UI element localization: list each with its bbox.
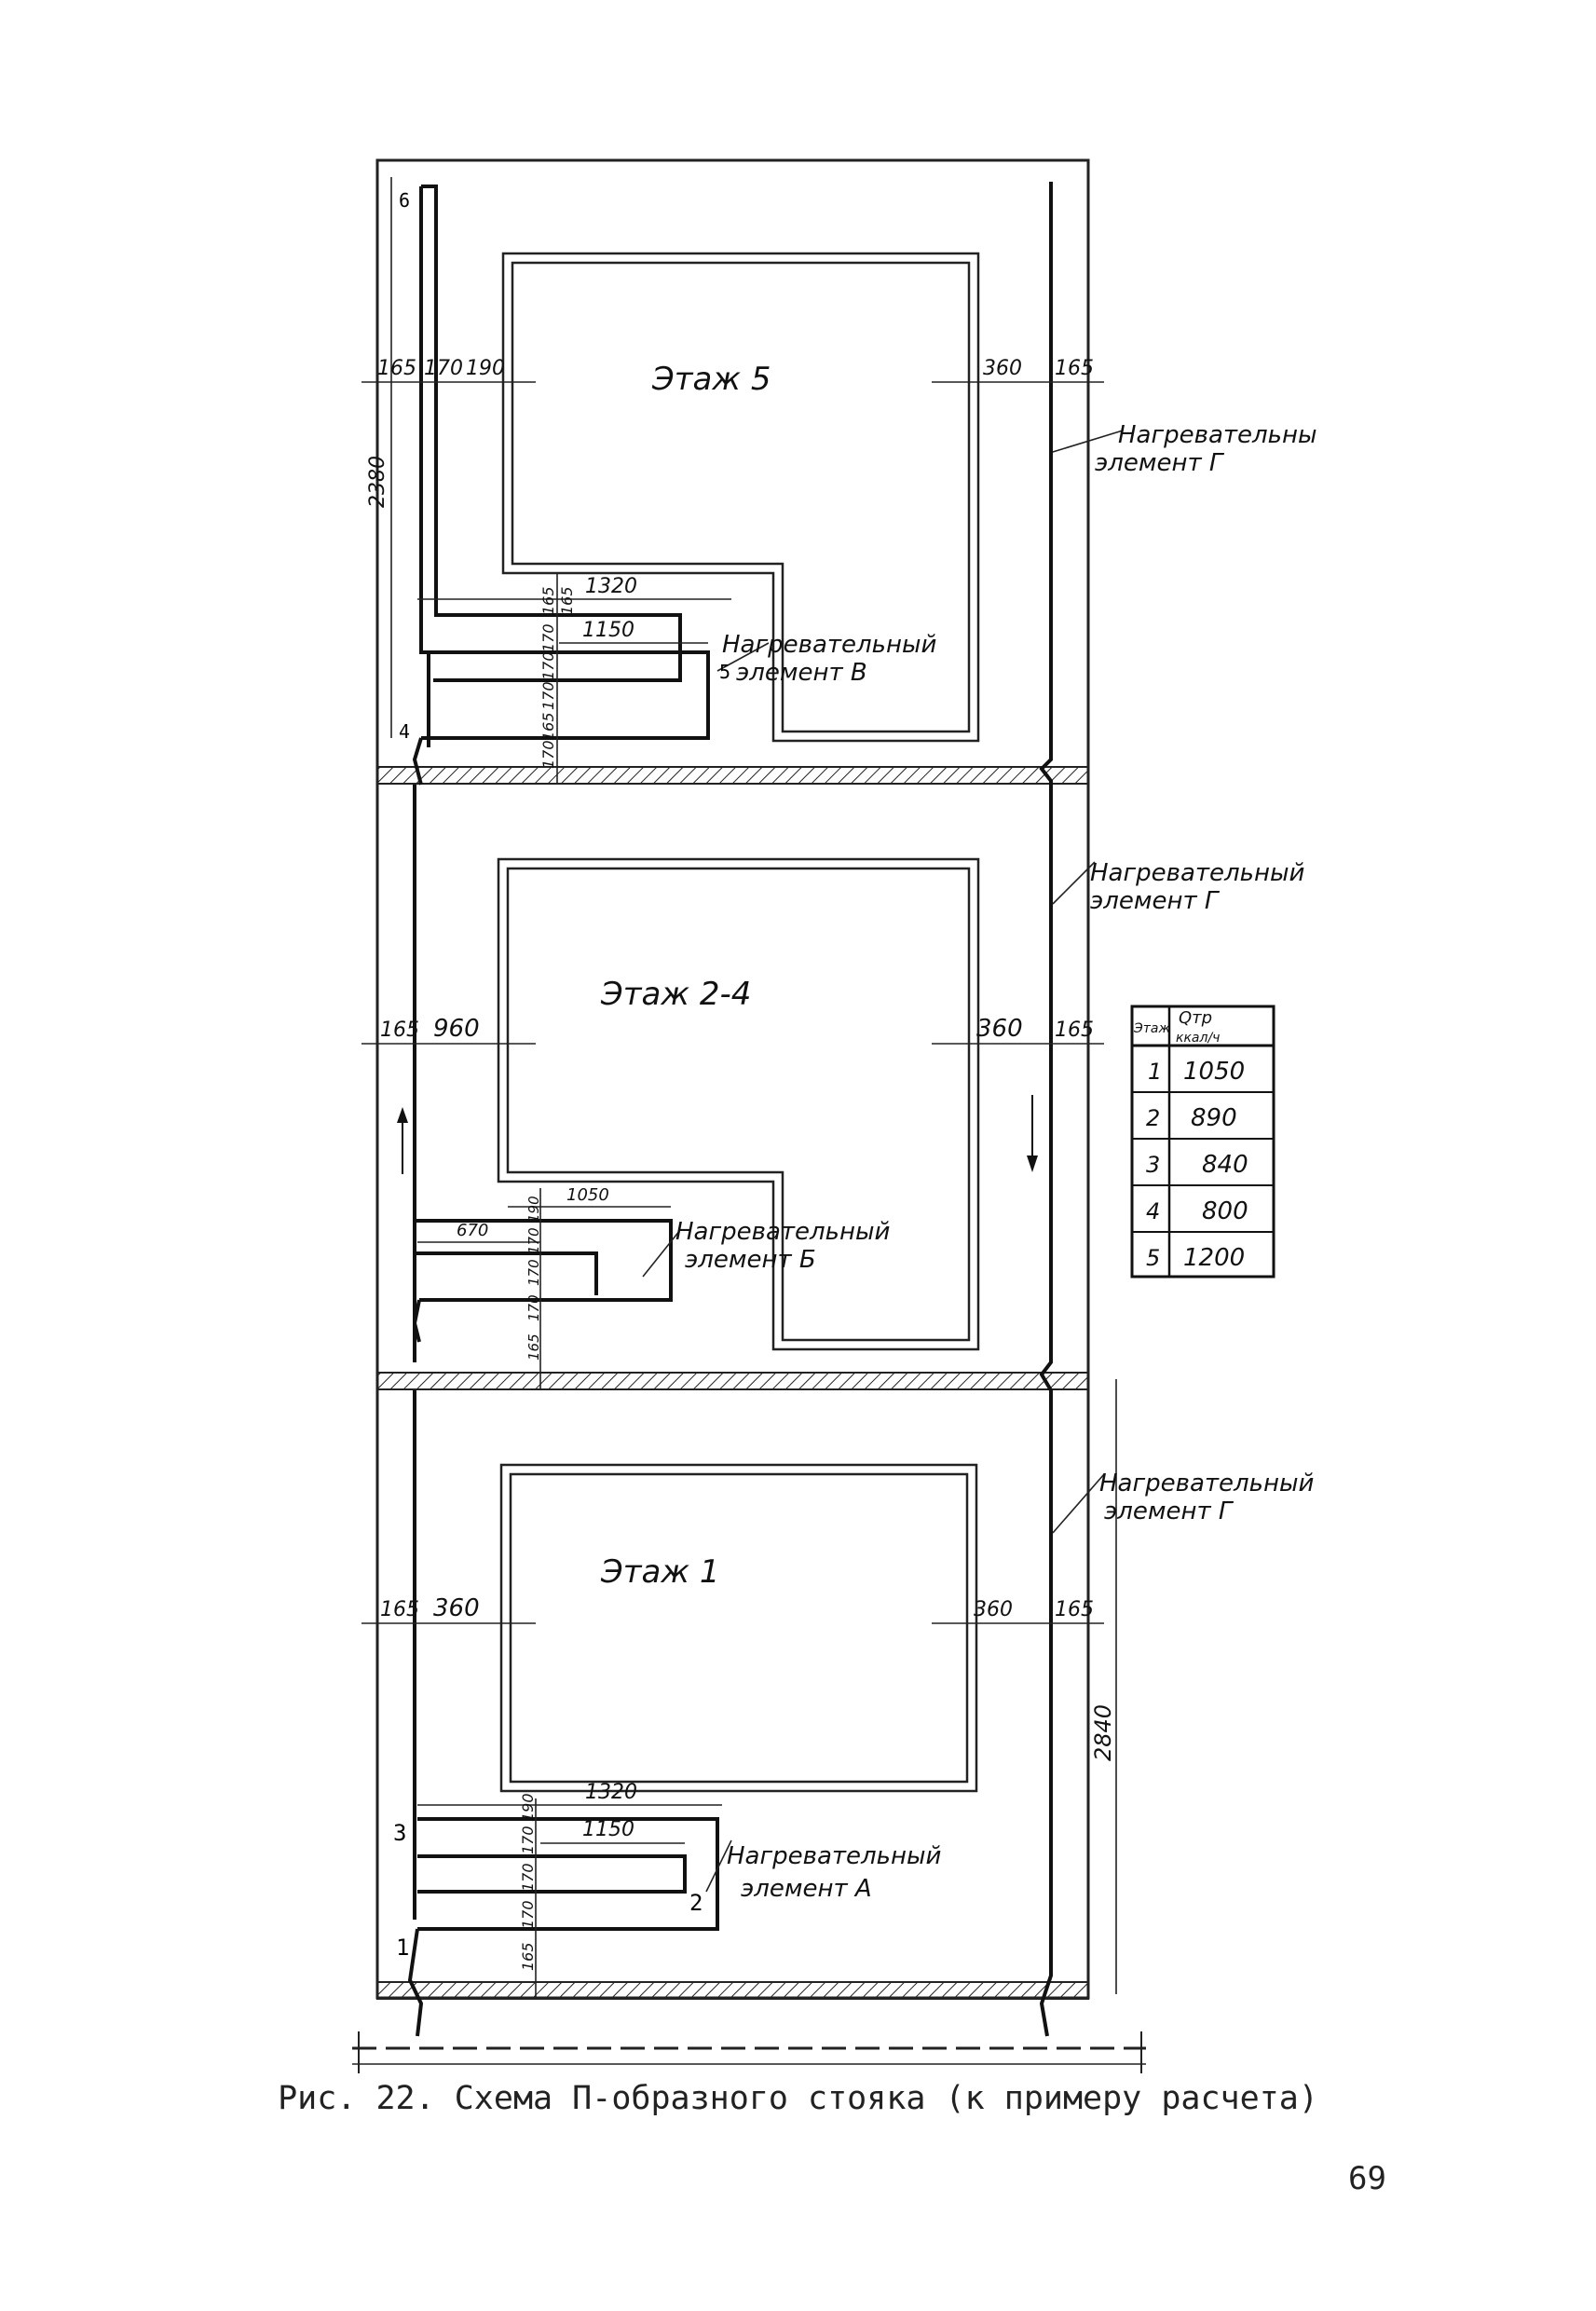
right-riser-pipe xyxy=(1027,182,1053,2037)
floor5-room-outline xyxy=(501,252,980,743)
label-elem-g-bot-2: элемент Г xyxy=(1104,1497,1235,1525)
table-header-floor: Этаж xyxy=(1133,1021,1171,1036)
table-header-q: Qтр xyxy=(1179,1008,1212,1028)
dim-label: 165 xyxy=(539,586,557,615)
slab-5-4 xyxy=(376,766,1089,785)
label-elem-v-2: элемент В xyxy=(736,659,867,687)
table-q-cell: 800 xyxy=(1202,1197,1248,1225)
dim-label: 190 xyxy=(519,1793,537,1822)
node-label: 4 xyxy=(399,720,410,743)
dim-label: 165 xyxy=(519,1942,537,1971)
label-elem-a-1: Нагревательный xyxy=(727,1842,941,1870)
floor24-title: Этаж 2-4 xyxy=(600,976,751,1013)
dim-label: 1150 xyxy=(582,1818,634,1841)
page-number: 69 xyxy=(1348,2160,1386,2197)
dim-label: 190 xyxy=(466,357,505,380)
left-riser-pipe xyxy=(397,185,719,2037)
node-label: 6 xyxy=(399,189,410,212)
table-floor-cell: 1 xyxy=(1148,1059,1162,1085)
node-label: 5 xyxy=(719,661,730,683)
dim-label: 170 xyxy=(519,1900,537,1929)
figure-caption: Рис. 22. Схема П-образного стояка (к при… xyxy=(278,2080,1318,2117)
dim-label: 170 xyxy=(519,1826,537,1854)
dim-label: 670 xyxy=(457,1221,488,1240)
dim-label: 190 xyxy=(525,1196,542,1223)
label-elem-g-top-1: Нагревательны xyxy=(1118,421,1317,449)
dim-label: 1320 xyxy=(585,1781,637,1804)
label-elem-g-mid-1: Нагревательный xyxy=(1090,859,1304,887)
dim-label: 360 xyxy=(974,1598,1013,1621)
dim-label: 170 xyxy=(525,1227,542,1254)
dim-label: 170 xyxy=(525,1259,542,1286)
floor5-title: Этаж 5 xyxy=(651,361,771,398)
dim-label: 170 xyxy=(539,651,557,680)
dim-label: 1320 xyxy=(585,575,637,598)
table-header-unit: ккал/ч xyxy=(1176,1031,1220,1046)
dim-label: 1150 xyxy=(582,619,634,642)
floor24-room-outline xyxy=(497,857,980,1351)
node-label: 2 xyxy=(689,1890,703,1916)
table-floor-cell: 3 xyxy=(1146,1152,1160,1178)
floor1-title: Этаж 1 xyxy=(600,1553,719,1591)
slab-2-1 xyxy=(376,1372,1089,1390)
dim-label: 170 xyxy=(424,357,463,380)
dim-label: 165 xyxy=(1055,357,1094,380)
label-elem-g-bot-1: Нагревательный xyxy=(1099,1470,1314,1497)
dim-label: 1050 xyxy=(566,1185,609,1205)
dim-label: 165 xyxy=(558,586,576,615)
dim-label: 170 xyxy=(539,740,557,769)
dim-label: 360 xyxy=(983,357,1022,380)
floor-slabs xyxy=(376,766,1089,2000)
label-elem-v-1: Нагревательный xyxy=(722,631,936,659)
floor1-room-outline xyxy=(499,1463,978,1793)
dim-label: 170 xyxy=(525,1294,542,1321)
label-elem-b-1: Нагревательный xyxy=(675,1218,890,1246)
table-q-cell: 1050 xyxy=(1183,1058,1245,1086)
dim-label: 170 xyxy=(519,1863,537,1892)
building-outline xyxy=(375,158,1090,2000)
dim-label: 360 xyxy=(976,1015,1023,1043)
heat-load-table: Этаж Qтр ккал/ч 1 1050 2 890 3 840 4 800… xyxy=(1130,1005,1275,1279)
label-elem-g-top-2: элемент Г xyxy=(1095,449,1225,477)
dim-label: 170 xyxy=(539,623,557,652)
dim-label: 2840 xyxy=(1090,1704,1116,1761)
dim-label: 360 xyxy=(433,1594,480,1622)
dim-label: 165 xyxy=(380,1019,419,1042)
label-elem-b-2: элемент Б xyxy=(685,1246,816,1274)
dim-label: 165 xyxy=(1055,1019,1094,1042)
node-label: 1 xyxy=(396,1935,409,1961)
dim-label: 165 xyxy=(525,1333,542,1361)
node-label: 3 xyxy=(393,1820,406,1846)
dim-label: 165 xyxy=(539,712,557,741)
dim-label: 960 xyxy=(433,1015,480,1043)
dim-label: 165 xyxy=(377,357,416,380)
dim-label: 165 xyxy=(1055,1598,1094,1621)
table-floor-cell: 4 xyxy=(1146,1198,1160,1224)
table-q-cell: 840 xyxy=(1202,1151,1248,1179)
dim-label: 165 xyxy=(380,1598,419,1621)
table-floor-cell: 2 xyxy=(1146,1105,1160,1131)
table-q-cell: 890 xyxy=(1191,1104,1237,1132)
leader-lines xyxy=(642,430,1124,1893)
dim-label: 2380 xyxy=(366,456,389,508)
table-q-cell: 1200 xyxy=(1183,1244,1245,1272)
table-floor-cell: 5 xyxy=(1146,1245,1160,1271)
label-elem-g-mid-2: элемент Г xyxy=(1090,887,1221,915)
slab-ground xyxy=(376,1981,1089,2000)
dimension-lines xyxy=(352,177,1146,2073)
label-elem-a-2: элемент А xyxy=(741,1875,872,1903)
dim-label: 170 xyxy=(539,681,557,710)
